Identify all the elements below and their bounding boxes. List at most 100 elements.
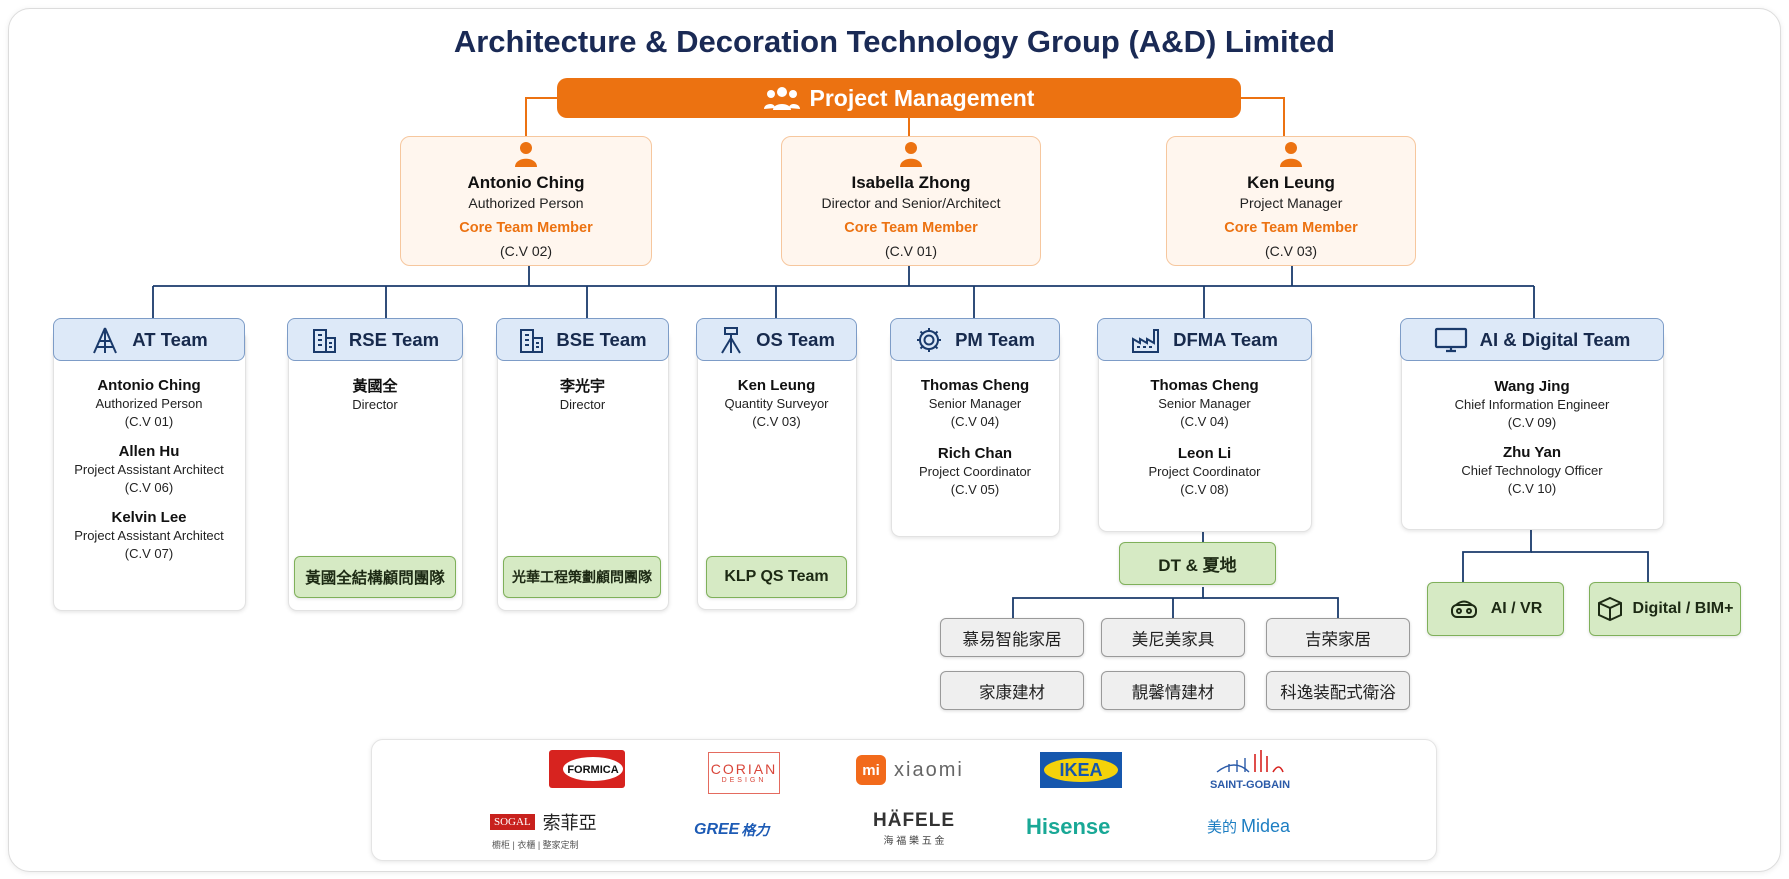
core-member-name: Ken Leung xyxy=(1247,173,1335,192)
team-header-bse: BSE Team xyxy=(496,318,669,361)
member-cv: (C.V 08) xyxy=(1180,482,1229,497)
corian-sub: DESIGN xyxy=(721,777,767,784)
saint-gobain-text: SAINT-GOBAIN xyxy=(1209,779,1291,791)
team-label: AI & Digital Team xyxy=(1479,328,1631,350)
core-member-role: Project Manager xyxy=(1239,195,1343,211)
team-header-pm: PM Team xyxy=(890,318,1060,361)
team-members-ai: Wang Jing Chief Information Engineer (C.… xyxy=(1400,378,1664,498)
subteam-os: KLP QS Team xyxy=(706,556,847,598)
saint-gobain-skyline-icon xyxy=(1216,750,1284,773)
ikea-logo: IKEA xyxy=(1040,752,1122,788)
member-role: Director xyxy=(559,397,606,412)
subteam-label: Digital / BIM+ xyxy=(1632,600,1734,617)
people-group-icon xyxy=(763,87,800,110)
team-header-ai: AI & Digital Team xyxy=(1400,318,1664,361)
cube-icon xyxy=(1597,596,1622,622)
member-role: Senior Manager xyxy=(1158,396,1251,411)
member-name: Antonio Ching xyxy=(97,377,201,394)
hafele-cn-text: 海 福 樂 五 金 xyxy=(883,836,945,847)
partner-box: 科逸装配式衛浴 xyxy=(1266,671,1410,710)
formica-logo: FORMICA xyxy=(549,750,625,788)
team-members-bse: 李光宇 Director xyxy=(496,378,669,414)
corian-text: CORIAN xyxy=(710,761,778,777)
subteam-bse: 光華工程策劃顧問團隊 xyxy=(503,556,661,598)
team-members-rse: 黃國全 Director xyxy=(287,378,463,414)
core-member-card: Ken Leung Project Manager Core Team Memb… xyxy=(1166,136,1416,266)
member-cv: (C.V 04) xyxy=(1180,414,1229,429)
gear-icon xyxy=(917,327,942,352)
team-header-at: AT Team xyxy=(53,318,245,361)
member-role: Senior Manager xyxy=(928,396,1022,411)
pylon-icon xyxy=(93,327,118,353)
team-card-dfma xyxy=(1098,330,1312,532)
core-member-cv: (C.V 01) xyxy=(884,243,938,259)
member-role: Quantity Surveyor xyxy=(724,396,829,411)
midea-cn-text: 美的 xyxy=(1207,819,1238,836)
core-member-role: Director and Senior/Architect xyxy=(821,195,1001,211)
hafele-text: HÄFELE xyxy=(873,810,955,831)
member-name: Allen Hu xyxy=(118,443,180,460)
formica-text: FORMICA xyxy=(567,764,618,776)
xiaomi-mark: mi xyxy=(856,755,886,785)
member-name: Thomas Cheng xyxy=(1150,377,1259,394)
sogal-logo: SOGAL 索菲亞 櫥柜 | 衣櫃 | 整家定制 xyxy=(490,809,610,851)
survey-tripod-icon xyxy=(721,326,741,354)
team-label: OS Team xyxy=(756,328,835,350)
team-label: PM Team xyxy=(955,328,1035,350)
member-role: Chief Technology Officer xyxy=(1461,463,1603,478)
member-role: Chief Information Engineer xyxy=(1454,397,1610,412)
member-name: 黃國全 xyxy=(352,378,398,395)
team-members-at: Antonio Ching Authorized Person (C.V 01)… xyxy=(53,377,245,563)
member-role: Project Assistant Architect xyxy=(74,528,224,543)
team-header-rse: RSE Team xyxy=(287,318,463,361)
member-cv: (C.V 03) xyxy=(752,414,801,429)
member-name: 李光宇 xyxy=(559,378,605,395)
xiaomi-text: xiaomi xyxy=(894,758,964,781)
saint-gobain-logo: SAINT-GOBAIN xyxy=(1202,748,1298,791)
subteam-rse: 黃國全結構顧問團隊 xyxy=(294,556,456,598)
subteam-dfma: DT & 夏地 xyxy=(1119,542,1276,585)
hisense-logo: Hisense xyxy=(1026,814,1111,839)
gree-text: GREE xyxy=(694,821,740,838)
core-member-name: Antonio Ching xyxy=(467,173,585,192)
team-card-ai xyxy=(1401,330,1664,530)
member-name: Rich Chan xyxy=(937,445,1013,462)
team-header-os: OS Team xyxy=(696,318,857,361)
team-label: BSE Team xyxy=(556,328,647,350)
member-role: Director xyxy=(352,397,398,412)
hafele-logo: HÄFELE 海 福 樂 五 金 xyxy=(868,810,960,847)
member-cv: (C.V 10) xyxy=(1507,481,1557,496)
team-members-pm: Thomas Cheng Senior Manager (C.V 04) Ric… xyxy=(890,377,1060,499)
ikea-text: IKEA xyxy=(1044,758,1118,782)
team-label: DFMA Team xyxy=(1173,328,1278,350)
subteam-ai-vr: AI / VR xyxy=(1427,582,1564,636)
core-member-cv: (C.V 03) xyxy=(1264,243,1318,259)
monitor-icon xyxy=(1434,327,1467,352)
member-name: Kelvin Lee xyxy=(111,509,187,526)
sogal-cn-text: 索菲亞 xyxy=(542,813,597,833)
member-role: Authorized Person xyxy=(95,396,203,411)
member-cv: (C.V 04) xyxy=(950,414,1000,429)
member-role: Project Assistant Architect xyxy=(74,462,224,477)
core-member-tag: Core Team Member xyxy=(844,220,978,236)
member-name: Ken Leung xyxy=(737,377,816,394)
team-label: RSE Team xyxy=(348,328,440,350)
project-management-label: Project Management xyxy=(809,84,1035,111)
core-member-tag: Core Team Member xyxy=(459,220,593,236)
partner-box: 家康建材 xyxy=(940,671,1084,710)
vr-headset-icon xyxy=(1450,600,1477,618)
core-member-tag: Core Team Member xyxy=(1224,220,1358,236)
member-name: Thomas Cheng xyxy=(920,377,1030,394)
core-member-card: Isabella Zhong Director and Senior/Archi… xyxy=(781,136,1041,266)
person-icon xyxy=(515,142,537,167)
partner-box: 美尼美家具 xyxy=(1101,618,1245,657)
core-member-card: Antonio Ching Authorized Person Core Tea… xyxy=(400,136,652,266)
member-name: Zhu Yan xyxy=(1502,444,1562,461)
member-name: Leon Li xyxy=(1177,445,1232,462)
team-header-dfma: DFMA Team xyxy=(1097,318,1312,361)
core-member-name: Isabella Zhong xyxy=(851,173,971,192)
project-management-bar: Project Management xyxy=(557,78,1241,118)
member-cv: (C.V 09) xyxy=(1507,415,1557,430)
building-icon xyxy=(312,328,336,353)
